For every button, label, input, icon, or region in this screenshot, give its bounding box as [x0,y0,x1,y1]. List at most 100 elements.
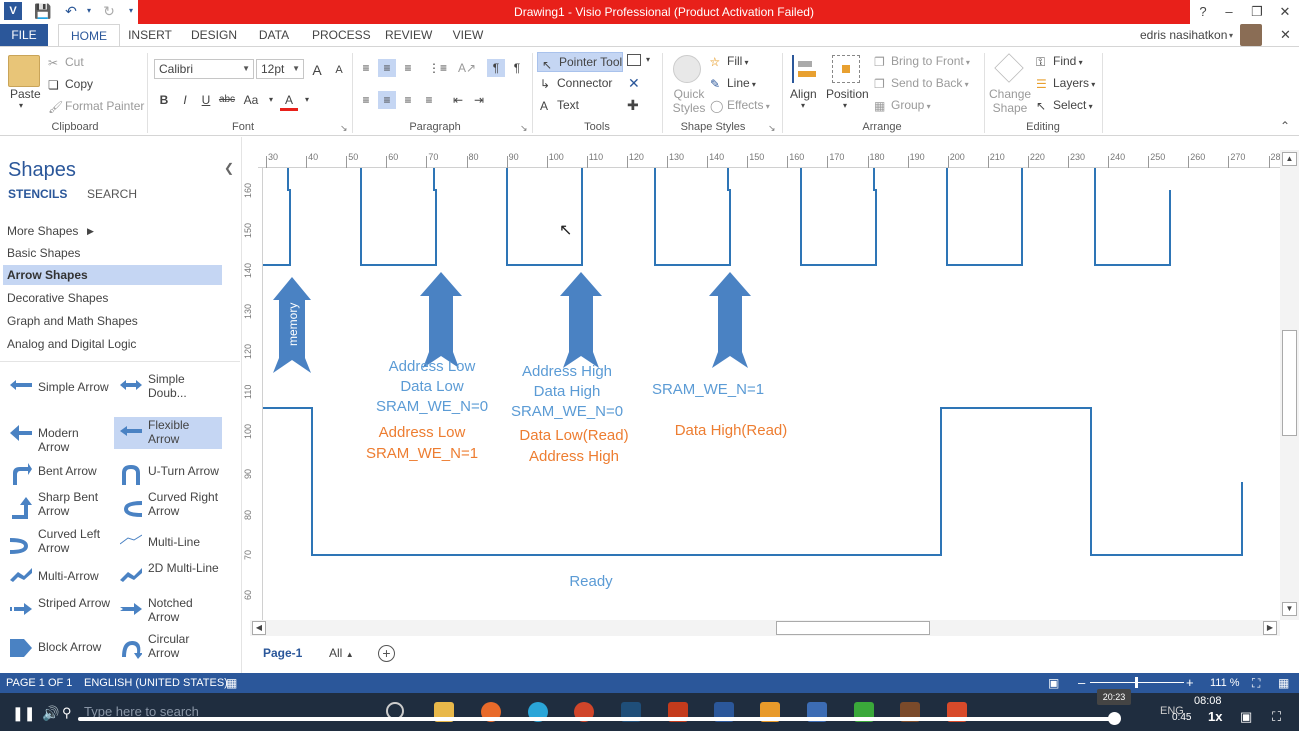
send-to-back-button[interactable]: ❐Send to Back ▾ [874,76,969,91]
stencil-graph-math[interactable]: Graph and Math Shapes [7,314,138,328]
presentation-icon[interactable]: ▣ [1048,676,1060,690]
up-arrow-2[interactable] [560,272,602,368]
macro-icon[interactable]: ▦ [226,676,238,690]
volume-icon[interactable]: 🔊 [42,705,60,721]
shape-striped-arrow[interactable]: Striped Arrow [4,595,112,627]
customize-qat-icon[interactable]: ▾ [128,6,133,15]
dialog-launcher-icon[interactable]: ↘ [520,123,528,133]
rtl-icon[interactable]: ¶ [513,61,521,75]
collapse-ribbon-icon[interactable]: ⌃ [1280,119,1291,133]
font-color-dropdown-icon[interactable]: ▾ [304,95,309,104]
shape-u-turn-arrow[interactable]: U-Turn Arrow [114,455,222,487]
avatar[interactable] [1240,24,1262,46]
tab-search[interactable]: SEARCH [87,187,138,201]
shape-block-arrow[interactable]: Block Arrow [4,631,112,663]
close-connector-icon[interactable]: ✕ [628,75,640,91]
video-progress-thumb[interactable] [1108,712,1121,725]
align-left-icon[interactable]: ≡ [362,93,370,107]
align-button[interactable]: Align [790,87,817,101]
tab-home[interactable]: HOME [58,24,120,46]
waveform-top-seg[interactable] [800,168,877,266]
bring-to-front-button[interactable]: ❐Bring to Front ▾ [874,54,970,69]
dialog-launcher-icon[interactable]: ↘ [340,123,348,133]
close-icon[interactable]: ✕ [1279,4,1291,19]
collapse-pane-icon[interactable]: ❮ [224,161,235,175]
up-arrow-3[interactable] [709,272,751,368]
zoom-level[interactable]: 111 % [1210,677,1240,689]
rectangle-icon[interactable] [627,54,641,66]
increase-indent-icon[interactable]: ⇥ [473,93,485,107]
zoom-out-icon[interactable]: – [1078,675,1086,690]
user-dropdown-icon[interactable]: ▾ [1229,31,1234,40]
switch-windows-icon[interactable]: ▦ [1278,676,1290,690]
restore-icon[interactable]: ❐ [1251,4,1263,19]
redo-icon[interactable]: ↻ [103,3,115,19]
shape-sharp-bent-arrow[interactable]: Sharp Bent Arrow [4,489,112,521]
tab-view[interactable]: VIEW [452,28,484,42]
shape-tool-dropdown-icon[interactable]: ▾ [646,55,651,64]
fullscreen-icon[interactable]: ⛶ [1272,709,1282,724]
paste-icon[interactable] [8,55,40,87]
stencil-decorative-shapes[interactable]: Decorative Shapes [7,291,109,305]
font-color-button[interactable]: A [280,91,298,111]
minimize-icon[interactable]: – [1225,4,1233,19]
quick-styles-button[interactable]: Quick Styles [672,87,706,115]
pause-icon[interactable]: ❚❚ [12,705,36,721]
clock[interactable]: 08:08 [1194,695,1222,707]
position-button[interactable]: Position [826,87,869,101]
bullets-icon[interactable]: ⋮≡ [428,61,448,75]
dialog-launcher-icon[interactable]: ↘ [768,123,776,133]
shape-multi-line[interactable]: Multi-Line [114,526,222,558]
tab-review[interactable]: REVIEW [385,28,433,42]
search-icon[interactable]: ⚲ [62,705,72,720]
paste-button[interactable]: Paste [10,87,41,101]
tab-data[interactable]: DATA [258,28,290,42]
change-shape-icon[interactable] [994,53,1024,83]
effects-button[interactable]: ◯Effects ▾ [710,98,770,113]
video-progress-bar[interactable] [78,717,1114,721]
change-case-dropdown-icon[interactable]: ▾ [268,95,273,104]
user-name[interactable]: edris nasihatkon [1140,28,1228,42]
page-count[interactable]: PAGE 1 OF 1 [6,677,73,689]
scroll-right-icon[interactable]: ▶ [1263,621,1277,635]
language-indicator[interactable]: ENG [1160,705,1184,717]
layers-button[interactable]: ☰Layers ▾ [1036,76,1095,91]
font-size-select[interactable]: 12pt▼ [256,59,304,79]
align-right-icon[interactable]: ≡ [404,93,412,107]
align-center-icon[interactable]: ≡ [378,91,396,109]
shape-curved-left-arrow[interactable]: Curved Left Arrow [4,526,112,558]
find-button[interactable]: ⚿Find ▾ [1036,54,1083,69]
tab-stencils[interactable]: STENCILS [8,187,68,201]
shape-curved-right-arrow[interactable]: Curved Right Arrow [114,489,222,521]
bold-button[interactable]: B [159,93,169,107]
shape-notched-arrow[interactable]: Notched Arrow [114,595,222,627]
all-pages-button[interactable]: All ▲ [329,646,354,660]
tab-page-1[interactable]: Page-1 [263,646,303,660]
connection-point-icon[interactable]: ✚ [627,97,639,113]
paste-dropdown-icon[interactable]: ▾ [19,101,24,110]
grow-font-button[interactable]: A [308,61,326,79]
horizontal-scroll-thumb[interactable] [776,621,930,635]
stencil-arrow-shapes[interactable]: Arrow Shapes [3,265,222,285]
copy-button[interactable]: ❏Copy [48,77,93,92]
tab-design[interactable]: DESIGN [190,28,237,42]
stencil-analog-digital[interactable]: Analog and Digital Logic [7,337,137,351]
font-family-select[interactable]: Calibri▼ [154,59,254,79]
fit-page-icon[interactable]: ⛶ [1252,676,1261,690]
shape-simple-arrow[interactable]: Simple Arrow [4,371,112,403]
align-icon[interactable] [792,55,818,83]
align-top-icon[interactable]: ≡ [362,61,370,75]
select-button[interactable]: ↖Select ▾ [1036,98,1093,113]
vertical-scroll-thumb[interactable] [1282,330,1297,436]
align-dropdown-icon[interactable]: ▾ [801,101,806,110]
line-button[interactable]: ✎Line ▾ [710,76,756,91]
align-bottom-icon[interactable]: ≡ [404,61,412,75]
scroll-down-icon[interactable]: ▼ [1282,602,1297,616]
close-ribbon-icon[interactable]: ✕ [1280,27,1291,42]
shape-modern-arrow[interactable]: Modern Arrow [4,417,112,454]
undo-dropdown-icon[interactable]: ▾ [86,6,91,15]
waveform-top-seg[interactable] [1094,168,1171,266]
drawing-page[interactable]: memory Address Low Data Low SRAM_WE_N=0 … [263,168,1280,620]
connector-button[interactable]: ↳Connector [540,76,612,91]
